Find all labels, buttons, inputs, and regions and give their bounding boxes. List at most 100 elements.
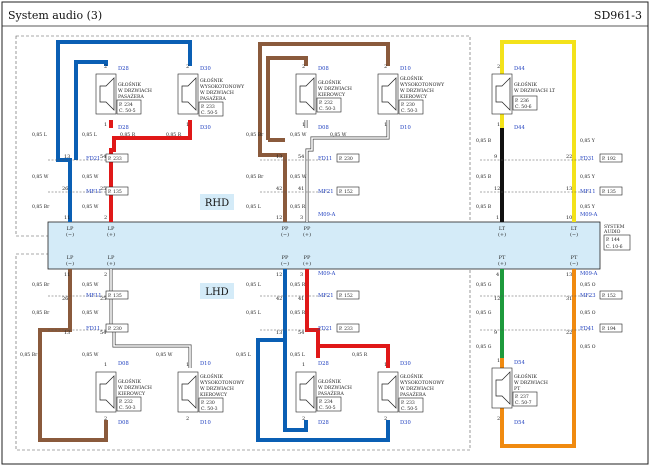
system-audio-label-1: SYSTEM bbox=[604, 224, 625, 230]
lhd-label: LHD bbox=[205, 287, 228, 298]
svg-text:D44: D44 bbox=[514, 66, 525, 72]
svg-text:P. 135: P. 135 bbox=[602, 189, 616, 195]
svg-text:D54: D54 bbox=[514, 360, 525, 366]
svg-text:54: 54 bbox=[100, 330, 106, 336]
svg-text:D08: D08 bbox=[118, 361, 129, 367]
svg-text:C. 50-5: C. 50-5 bbox=[401, 406, 418, 412]
svg-text:LP: LP bbox=[108, 255, 115, 261]
svg-text:0,85 L: 0,85 L bbox=[32, 132, 47, 138]
svg-text:1: 1 bbox=[104, 122, 107, 128]
svg-text:22: 22 bbox=[566, 154, 572, 160]
svg-text:0,85 Br: 0,85 Br bbox=[20, 352, 38, 358]
svg-text:PP: PP bbox=[282, 255, 289, 261]
page-title: System audio (3) bbox=[8, 9, 102, 22]
svg-text:W DRZWIACH: W DRZWIACH bbox=[400, 386, 434, 392]
svg-text:10: 10 bbox=[566, 215, 572, 221]
svg-text:WYSOKOTONOWY: WYSOKOTONOWY bbox=[400, 380, 445, 386]
wire-blue-lhd-inner bbox=[283, 340, 308, 432]
svg-text:M09-A: M09-A bbox=[318, 212, 336, 218]
svg-text:0,85 O: 0,85 O bbox=[580, 310, 596, 316]
svg-text:D10: D10 bbox=[400, 66, 411, 72]
svg-text:(+): (+) bbox=[107, 260, 115, 267]
svg-text:0,85 Br: 0,85 Br bbox=[32, 310, 50, 316]
svg-text:(−): (−) bbox=[570, 260, 578, 267]
system-audio-label-2: AUDIO bbox=[603, 229, 621, 235]
wire-brown-rhd-inner bbox=[266, 56, 308, 140]
svg-text:P. 234: P. 234 bbox=[119, 102, 133, 108]
svg-text:11: 11 bbox=[64, 272, 70, 278]
terminal-labels: LP (−) LP (+) PP (−) PP (+) LT (+) LT (−… bbox=[66, 226, 578, 267]
svg-text:D54: D54 bbox=[514, 420, 525, 426]
svg-text:0,85 L: 0,85 L bbox=[246, 204, 261, 210]
svg-text:P. 152: P. 152 bbox=[339, 293, 353, 299]
svg-text:P. 230: P. 230 bbox=[201, 400, 215, 406]
svg-text:LT: LT bbox=[499, 226, 506, 232]
svg-text:LP: LP bbox=[108, 226, 115, 232]
svg-text:1: 1 bbox=[497, 358, 500, 364]
svg-text:9: 9 bbox=[494, 154, 497, 160]
svg-text:P. 230: P. 230 bbox=[339, 156, 353, 162]
svg-text:GŁOŚNIK: GŁOŚNIK bbox=[118, 80, 141, 88]
svg-text:C. 50-5: C. 50-5 bbox=[119, 108, 136, 114]
wire-red-lhd bbox=[305, 269, 390, 368]
svg-text:1: 1 bbox=[384, 122, 387, 128]
svg-text:D30: D30 bbox=[400, 361, 411, 367]
svg-text:P. 233: P. 233 bbox=[201, 104, 215, 110]
svg-text:54: 54 bbox=[298, 154, 304, 160]
svg-text:P. 192: P. 192 bbox=[602, 156, 616, 162]
svg-text:2: 2 bbox=[104, 64, 107, 70]
svg-text:0,85 R: 0,85 R bbox=[290, 282, 306, 288]
svg-text:42: 42 bbox=[276, 296, 282, 302]
svg-text:P. 232: P. 232 bbox=[119, 399, 133, 405]
speaker-pass-lhd: D28 D28 GŁOŚNIK W DRZWIACH PASAŻERA P. 2… bbox=[295, 361, 352, 426]
svg-text:1: 1 bbox=[496, 215, 499, 221]
svg-text:1: 1 bbox=[384, 362, 387, 368]
svg-text:0,85 Br: 0,85 Br bbox=[32, 204, 50, 210]
svg-text:W DRZWIACH: W DRZWIACH bbox=[118, 385, 152, 391]
svg-text:WYSOKOTONOWY: WYSOKOTONOWY bbox=[400, 82, 445, 88]
svg-text:GŁOŚNIK: GŁOŚNIK bbox=[514, 80, 537, 88]
svg-text:13: 13 bbox=[566, 186, 572, 192]
wire-brown-rhd-outer bbox=[258, 42, 390, 222]
svg-text:GŁOŚNIK: GŁOŚNIK bbox=[400, 74, 423, 82]
svg-text:0,85 W: 0,85 W bbox=[82, 310, 99, 316]
svg-text:26: 26 bbox=[62, 296, 68, 302]
svg-text:M09-A: M09-A bbox=[580, 212, 598, 218]
svg-text:2: 2 bbox=[302, 64, 305, 70]
svg-text:11: 11 bbox=[64, 215, 70, 221]
svg-text:(+): (+) bbox=[303, 260, 311, 267]
svg-text:13: 13 bbox=[64, 154, 70, 160]
svg-text:GŁOŚNIK: GŁOŚNIK bbox=[318, 377, 341, 385]
svg-text:0,85 L: 0,85 L bbox=[82, 132, 97, 138]
svg-text:(−): (−) bbox=[570, 231, 578, 238]
svg-text:2: 2 bbox=[104, 215, 107, 221]
svg-text:LP: LP bbox=[67, 226, 74, 232]
svg-text:PT: PT bbox=[514, 386, 521, 392]
svg-text:31: 31 bbox=[566, 296, 572, 302]
svg-text:PASAŻERA: PASAŻERA bbox=[200, 95, 226, 102]
svg-text:1: 1 bbox=[497, 122, 500, 128]
svg-text:(+): (+) bbox=[498, 231, 506, 238]
svg-text:0,85 G: 0,85 G bbox=[476, 344, 492, 350]
svg-text:2: 2 bbox=[186, 416, 189, 422]
svg-text:1: 1 bbox=[302, 362, 305, 368]
svg-text:C. 50-3: C. 50-3 bbox=[119, 405, 136, 411]
code-d28-rhd: D28 bbox=[118, 66, 129, 72]
svg-text:P. 230: P. 230 bbox=[108, 326, 122, 332]
rhd-label: RHD bbox=[205, 198, 229, 209]
svg-text:41: 41 bbox=[298, 186, 304, 192]
svg-text:26: 26 bbox=[62, 186, 68, 192]
svg-text:C. 50-6: C. 50-6 bbox=[515, 104, 532, 110]
svg-text:9: 9 bbox=[494, 330, 497, 336]
svg-text:2: 2 bbox=[384, 64, 387, 70]
svg-text:2: 2 bbox=[104, 416, 107, 422]
svg-text:0,85 G: 0,85 G bbox=[476, 282, 492, 288]
speaker-pass-rhd: D28 D28 GŁOŚNIK W DRZWIACH PASAŻERA P. 2… bbox=[95, 66, 152, 131]
speaker-pass-tw-lhd: D30 D30 GŁOŚNIK WYSOKOTONOWY W DRZWIACH … bbox=[377, 361, 445, 426]
svg-text:0,85 R: 0,85 R bbox=[120, 132, 136, 138]
svg-text:D08: D08 bbox=[318, 66, 329, 72]
page-code: SD961-3 bbox=[594, 9, 642, 22]
svg-text:C. 50-3: C. 50-3 bbox=[319, 106, 336, 112]
svg-text:C. 50-3: C. 50-3 bbox=[201, 406, 218, 412]
